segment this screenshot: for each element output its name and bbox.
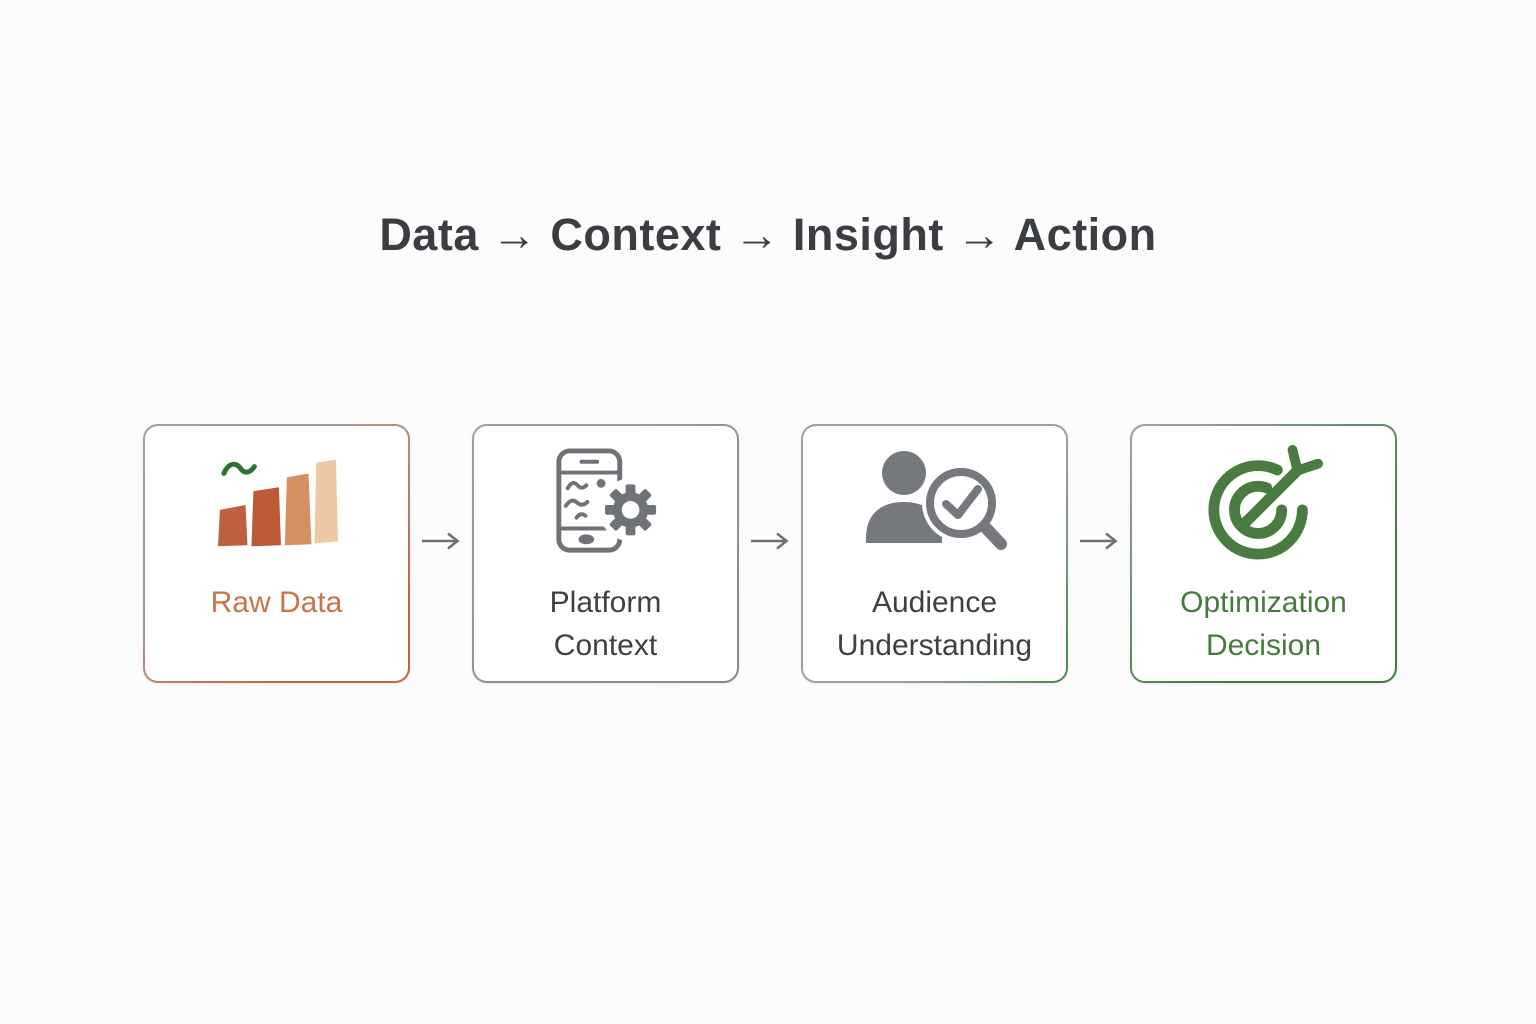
page-title: Data → Context → Insight → Action [379,209,1157,260]
step-label-line: Understanding [836,629,1033,662]
step-card-platform-context-inner: Platform Context [474,426,737,681]
step-label-line: Audience [871,586,998,619]
step-card-audience-understanding-inner: Audience Understanding [803,426,1066,681]
phone-gear-icon [549,444,663,559]
step-label-line: Raw Data [210,586,343,619]
step-card-platform-context: Platform Context [472,424,739,683]
step-label-line: Decision [1205,629,1322,662]
flow-row: Raw Data [143,424,1397,683]
flow-arrow-icon [739,424,801,683]
step-card-raw-data: Raw Data [143,424,410,683]
step-card-optimization-decision: Optimization Decision [1130,424,1397,683]
bar-chart-icon [216,444,338,559]
step-label-line: Context [553,629,658,662]
step-card-optimization-decision-inner: Optimization Decision [1132,426,1395,681]
step-label-line: Optimization [1180,586,1347,619]
target-arrow-icon [1205,444,1323,560]
flow-arrow-icon [1068,424,1130,683]
step-card-raw-data-inner: Raw Data [145,426,408,681]
step-label-audience-understanding: Audience Understanding [837,581,1032,667]
step-label-raw-data: Raw Data [211,581,343,624]
step-label-platform-context: Platform Context [550,581,662,667]
step-card-audience-understanding: Audience Understanding [801,424,1068,683]
step-label-optimization-decision: Optimization Decision [1180,581,1347,667]
person-magnifier-icon [860,444,1010,559]
step-label-line: Platform [549,586,662,619]
flow-arrow-icon [410,424,472,683]
